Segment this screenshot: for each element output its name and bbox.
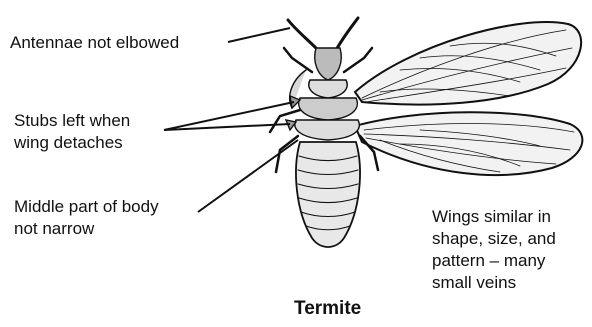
right-foreleg <box>344 48 372 72</box>
termite-head <box>315 48 342 80</box>
thorax-rear <box>295 120 359 140</box>
left-foreleg <box>284 48 312 72</box>
antennae-leader-line <box>228 28 290 42</box>
stubs-label: Stubs left when wing detaches <box>14 110 130 154</box>
middle-leader-line <box>198 140 298 212</box>
antennae-label: Antennae not elbowed <box>10 32 179 54</box>
middle-body-label: Middle part of body not narrow <box>14 196 159 240</box>
right-antenna <box>336 18 358 50</box>
thorax-front <box>309 80 347 98</box>
thorax-middle <box>299 98 358 120</box>
diagram-title: Termite <box>294 298 361 320</box>
left-antenna <box>288 20 318 50</box>
wings-label: Wings similar in shape, size, and patter… <box>432 206 556 294</box>
